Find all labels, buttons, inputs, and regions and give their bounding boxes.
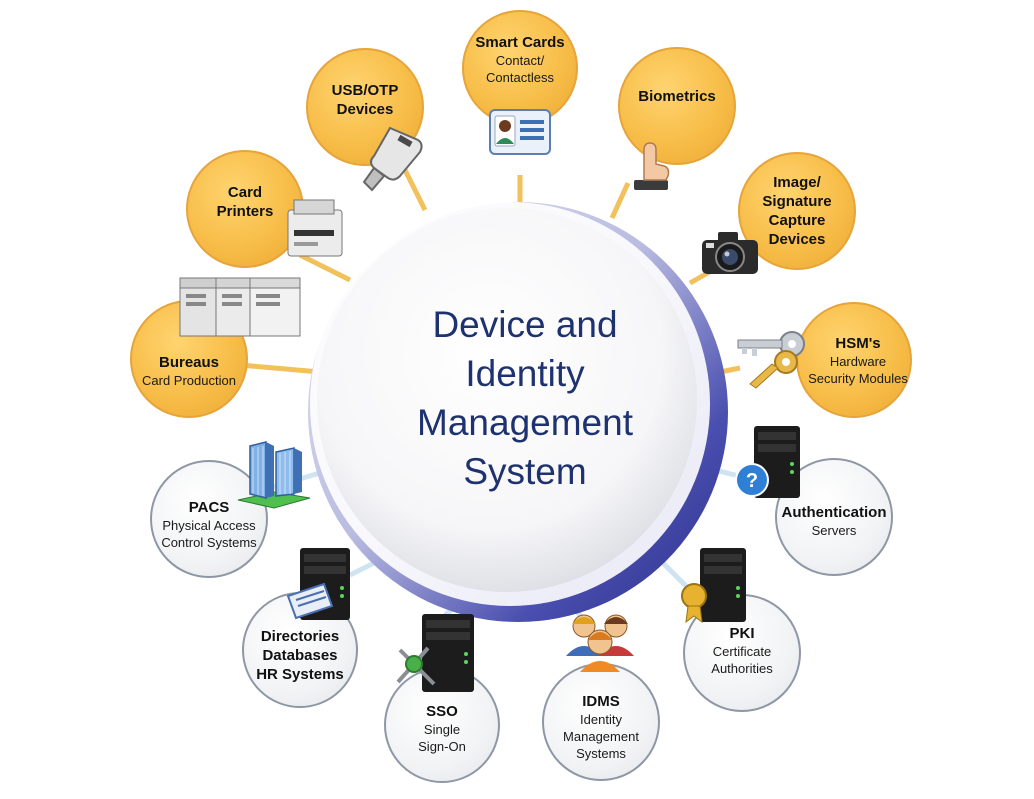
people-icon [566,614,634,672]
keys-icon [737,331,805,389]
server-certificate-icon [681,548,746,624]
usb-token-icon [362,126,423,192]
center-title-line: System [463,451,587,492]
card-printer-icon [287,199,343,257]
printer-bank-icon [179,277,301,337]
node-idms: IDMS Identity Management Systems [542,663,660,781]
center-title-line: Device and [432,304,618,345]
buildings-icon [237,441,311,509]
svg-text:?: ? [746,470,758,492]
connector-bureaus [239,362,321,375]
center-title: Device and Identity Management System [380,300,670,496]
connector-card-printers [298,252,352,283]
connector-biometrics [609,181,631,220]
node-pacs: PACS Physical Access Control Systems [150,460,268,578]
central-hub [308,202,728,622]
node-card-printers: Card Printers [186,150,304,268]
node-hsm: HSM's Hardware Security Modules [796,302,912,418]
center-title-line: Management [417,402,633,443]
server-question-icon: ? [735,426,800,498]
fingerprint-finger-icon [634,142,670,190]
camera-icon [702,232,758,274]
node-biometrics: Biometrics [618,47,736,165]
center-title-line: Identity [465,353,585,394]
server-database-icon [286,548,350,620]
id-card-icon [489,109,551,155]
hub-face [317,208,697,592]
connector-usb-otp [402,168,428,212]
server-network-icon [396,614,474,692]
